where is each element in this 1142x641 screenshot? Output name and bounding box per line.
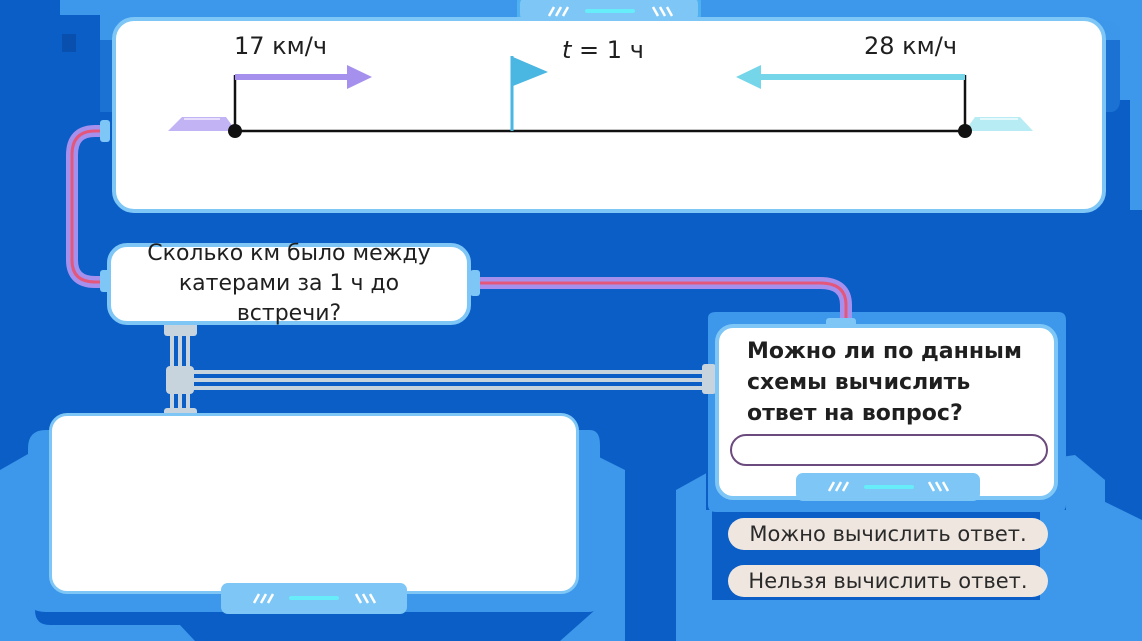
diagram-card <box>112 17 1106 213</box>
left-point <box>228 124 242 138</box>
rail-connectors <box>164 322 716 418</box>
question-text: Сколько км было между катерами за 1 ч до… <box>147 241 431 326</box>
right-speed-label: 28 км/ч <box>864 32 958 60</box>
pipe-right <box>476 277 852 322</box>
right-point <box>958 124 972 138</box>
right-boat-icon <box>965 117 1033 131</box>
option-cannot-calculate[interactable]: Нельзя вычислить ответ. <box>728 565 1048 597</box>
task-prompt: Можно ли по данным схемы вычислить ответ… <box>747 339 1022 426</box>
right-arrow-icon <box>736 65 965 89</box>
task-tab-deco <box>796 473 980 501</box>
pipe-left <box>66 125 104 288</box>
task-card: Можно ли по данным схемы вычислить ответ… <box>715 324 1058 500</box>
left-arrow-icon <box>235 65 372 89</box>
left-boat-icon <box>168 117 236 131</box>
answer-tab-deco <box>221 583 407 614</box>
time-label: t = 1 ч <box>562 36 644 64</box>
time-variable: t <box>562 36 572 64</box>
time-value: = 1 ч <box>571 36 644 64</box>
option-can-calculate[interactable]: Можно вычислить ответ. <box>728 518 1048 550</box>
question-card: Сколько км было между катерами за 1 ч до… <box>107 241 471 326</box>
answer-slot[interactable] <box>730 434 1048 466</box>
left-speed-label: 17 км/ч <box>234 32 328 60</box>
answer-drop-area[interactable] <box>49 413 579 594</box>
meeting-flag-icon <box>510 56 548 131</box>
